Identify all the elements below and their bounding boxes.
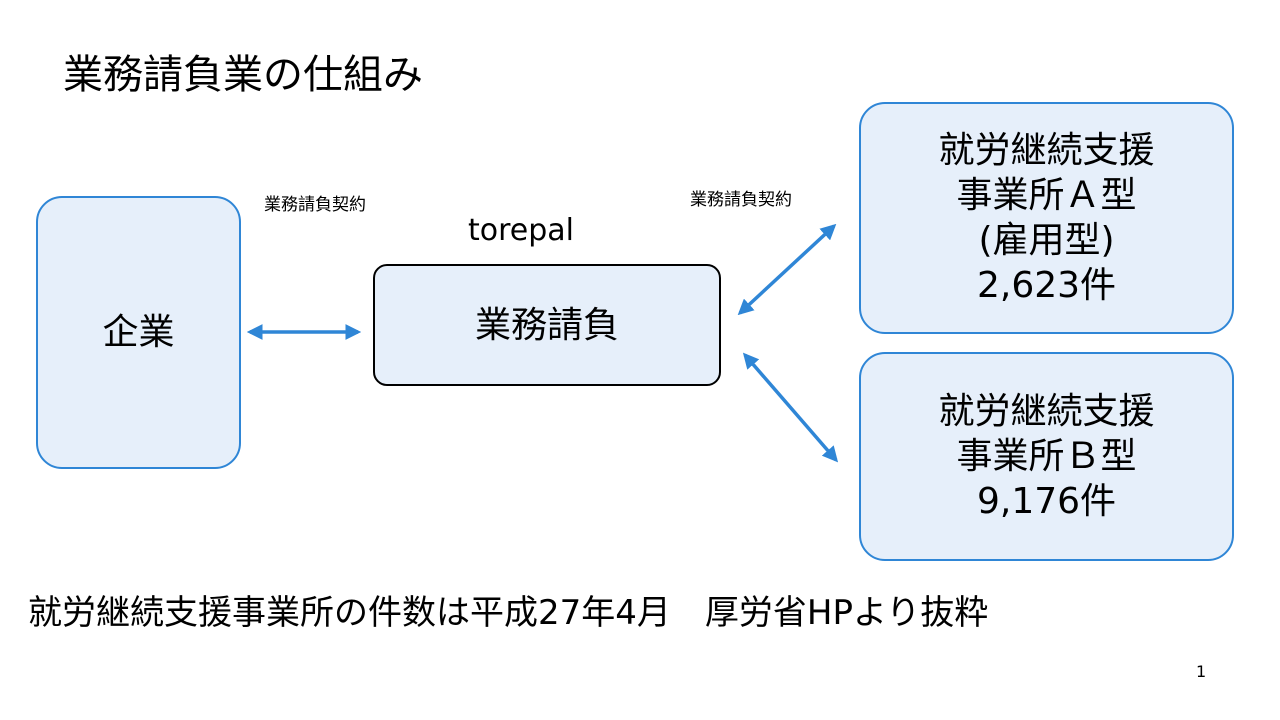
center-label: 業務請負 <box>474 304 619 346</box>
contract-label-left: 業務請負契約 <box>264 195 366 215</box>
center-box: 業務請負 <box>373 264 721 386</box>
type-b-line-1: 就労継続支援 <box>938 391 1155 432</box>
company-box: 企業 <box>36 196 241 469</box>
contract-label-right: 業務請負契約 <box>690 190 792 210</box>
type-a-line-1: 就労継続支援 <box>938 130 1155 171</box>
type-b-box: 就労継続支援 事業所Ｂ型 9,176件 <box>859 352 1234 561</box>
company-label: 企業 <box>102 312 175 353</box>
center-type-a-arrow <box>737 223 837 316</box>
type-a-count: 2,623件 <box>976 265 1117 306</box>
page-number: 1 <box>1196 662 1207 681</box>
brand-label: torepal <box>468 213 575 248</box>
type-b-count: 9,176件 <box>976 481 1117 522</box>
slide-title: 業務請負業の仕組み <box>63 52 423 98</box>
center-type-b-arrow <box>742 352 839 463</box>
type-a-line-3: (雇用型) <box>978 220 1115 261</box>
footer-note: 就労継続支援事業所の件数は平成27年4月 厚労省HPより抜粋 <box>28 593 989 633</box>
type-b-line-2: 事業所Ｂ型 <box>956 436 1137 477</box>
type-a-line-2: 事業所Ａ型 <box>956 175 1137 216</box>
type-a-box: 就労継続支援 事業所Ａ型 (雇用型) 2,623件 <box>859 102 1234 334</box>
